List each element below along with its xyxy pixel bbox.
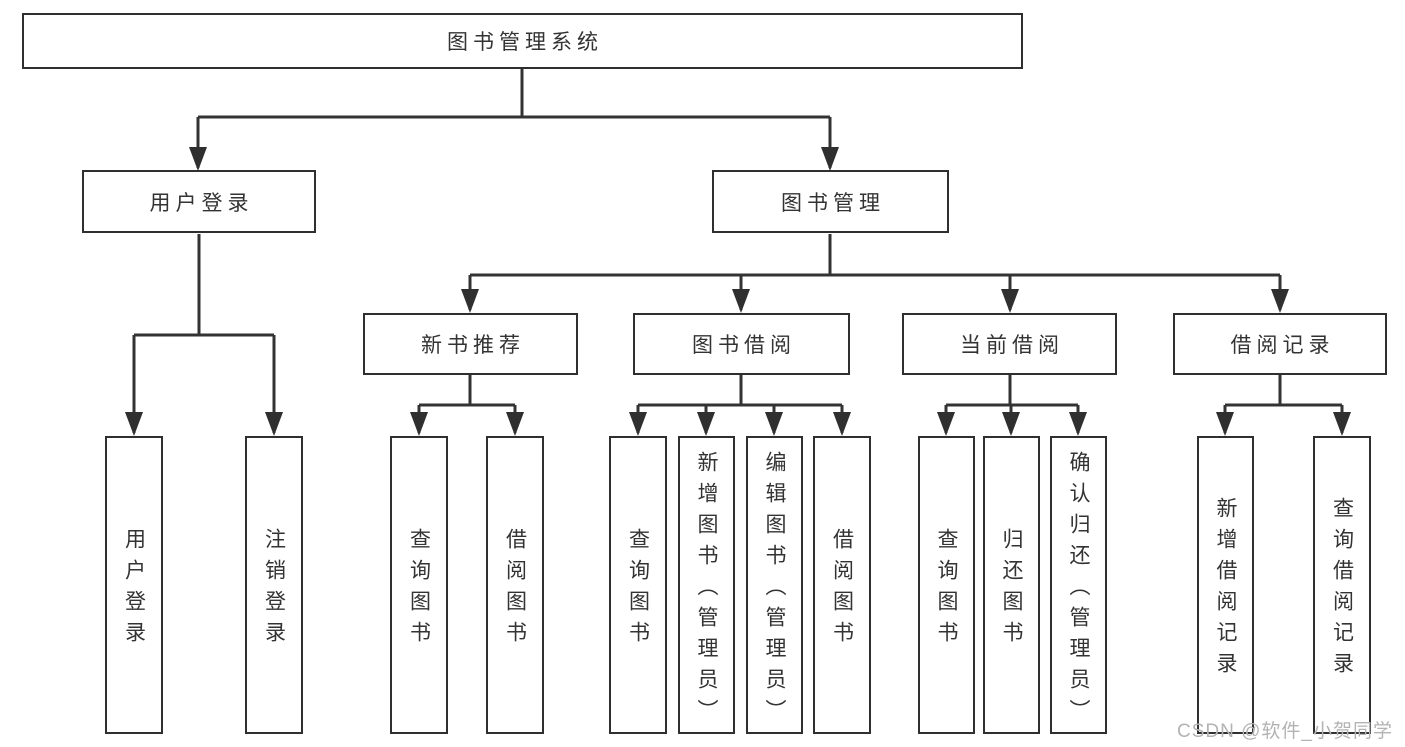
- leaf-confirm-return-admin: 确认归还（管理员）: [1050, 436, 1107, 734]
- node-current-borrowing: 当前借阅: [902, 313, 1117, 375]
- leaf-confirm-return-admin-label: 确认归还（管理员）: [1067, 450, 1090, 730]
- leaf-query-books-current-label: 查询图书: [935, 528, 958, 652]
- leaf-user-login: 用户登录: [105, 436, 163, 734]
- leaf-add-borrow-record: 新增借阅记录: [1197, 436, 1254, 734]
- connector-line-path: [132, 69, 1344, 433]
- leaf-query-books-current: 查询图书: [918, 436, 975, 734]
- leaf-edit-books-admin-label: 编辑图书（管理员）: [763, 450, 786, 730]
- leaf-add-books-admin: 新增图书（管理员）: [678, 436, 735, 734]
- node-root-label: 图书管理系统: [447, 31, 603, 54]
- leaf-borrow-books-borrowing: 借阅图书: [813, 436, 871, 734]
- node-book-borrowing-label: 图书借阅: [692, 334, 796, 357]
- node-book-management-label: 图书管理: [781, 191, 885, 215]
- leaf-add-borrow-record-label: 新增借阅记录: [1214, 497, 1237, 683]
- leaf-query-books-recommend: 查询图书: [390, 436, 448, 734]
- leaf-add-books-admin-label: 新增图书（管理员）: [695, 450, 718, 730]
- leaf-logout-login-label: 注销登录: [262, 528, 286, 652]
- leaf-query-books-borrowing: 查询图书: [609, 436, 667, 734]
- csdn-watermark: CSDN @软件_小贺同学: [1177, 721, 1393, 742]
- leaf-user-login-label: 用户登录: [122, 528, 146, 652]
- arrowhead-icons: [125, 147, 1351, 436]
- node-new-book-recommend-label: 新书推荐: [421, 334, 525, 357]
- node-book-borrowing: 图书借阅: [633, 313, 850, 375]
- leaf-query-borrow-record: 查询借阅记录: [1313, 436, 1371, 734]
- leaf-query-borrow-record-label: 查询借阅记录: [1330, 497, 1354, 683]
- node-new-book-recommend: 新书推荐: [363, 313, 578, 375]
- leaf-query-books-recommend-label: 查询图书: [407, 528, 431, 652]
- leaf-logout-login: 注销登录: [245, 436, 303, 734]
- leaf-edit-books-admin: 编辑图书（管理员）: [746, 436, 803, 734]
- leaf-borrow-books-recommend-label: 借阅图书: [503, 528, 527, 652]
- leaf-borrow-books-borrowing-label: 借阅图书: [830, 528, 854, 652]
- leaf-return-books-label: 归还图书: [1000, 528, 1023, 652]
- node-root: 图书管理系统: [22, 13, 1023, 69]
- leaf-borrow-books-recommend: 借阅图书: [486, 436, 544, 734]
- leaf-return-books: 归还图书: [983, 436, 1040, 734]
- node-book-management: 图书管理: [712, 170, 949, 233]
- node-borrowing-records-label: 借阅记录: [1230, 334, 1335, 357]
- leaf-query-books-borrowing-label: 查询图书: [626, 528, 650, 652]
- node-user-login-label: 用户登录: [149, 191, 254, 215]
- node-current-borrowing-label: 当前借阅: [960, 334, 1064, 357]
- node-borrowing-records: 借阅记录: [1173, 313, 1387, 375]
- node-user-login: 用户登录: [82, 170, 316, 233]
